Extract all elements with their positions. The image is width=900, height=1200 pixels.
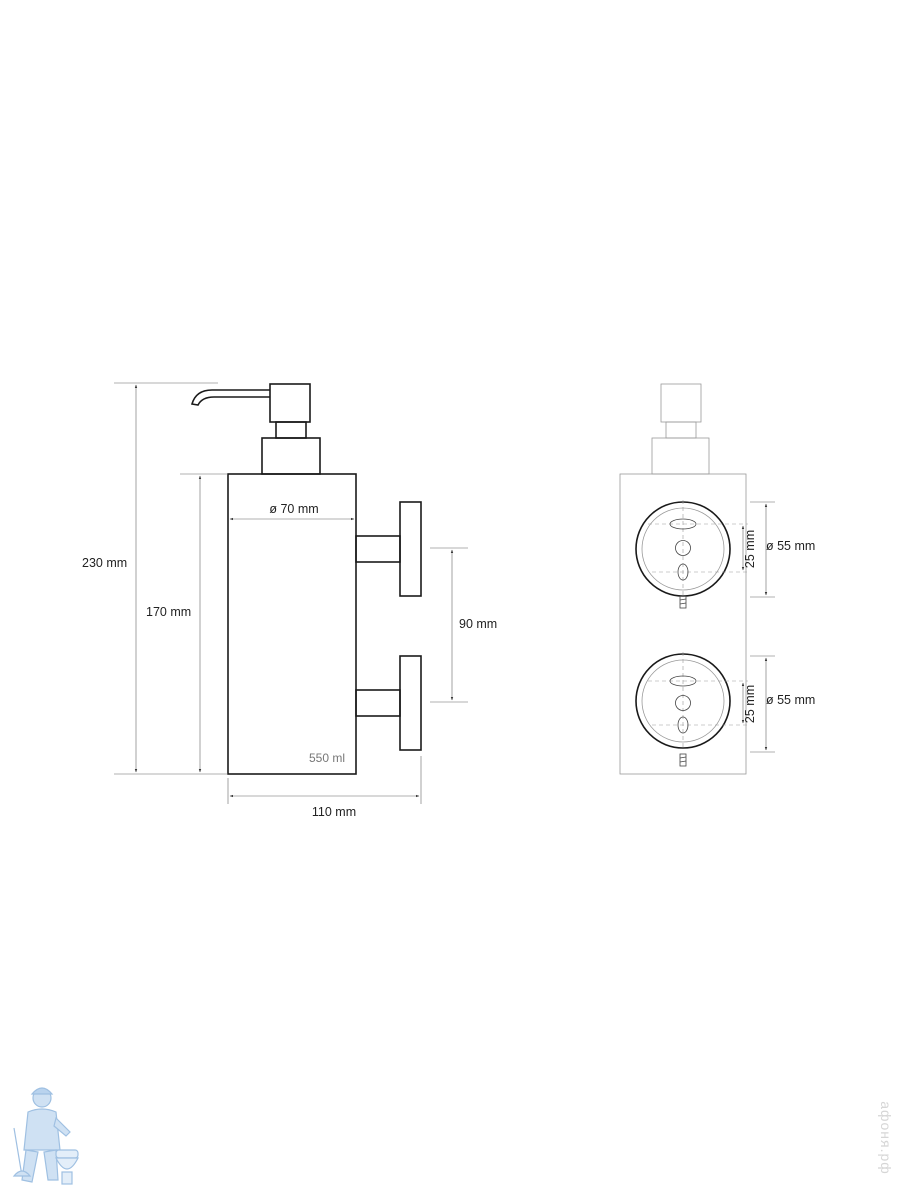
upper-round-plate [635,500,748,609]
pump-head [269,383,311,423]
upper-slot-top [669,518,697,530]
lower-slot-top [669,675,697,687]
upper-screw [679,595,687,609]
lower-round-plate [635,652,748,767]
front-pump-head [660,383,702,423]
bracket-spacing-label: 90 mm [459,617,497,631]
capacity-label: 550 ml [309,751,345,765]
front-pump-neck [665,421,697,439]
side-view: 230 mm 170 mm ø 70 mm 90 mm 110 mm 550 m… [82,382,497,819]
lower-hole-spacing-label: 25 mm [743,685,757,723]
height-total-label: 230 mm [82,556,127,570]
front-view: 25 mm ø 55 mm 25 mm ø 55 mm [619,383,815,775]
watermark-text: афоня.рф [878,1101,894,1175]
bottle-body [227,473,357,775]
lower-wall-plate [399,655,422,751]
lower-bracket-arm [355,689,401,717]
lower-slot-bottom [677,716,689,734]
upper-bracket-arm [355,535,401,563]
upper-plate-diameter-label: ø 55 mm [766,539,815,553]
pump-collar [261,437,321,475]
front-bottle-body [619,473,747,775]
upper-slot-bottom [677,563,689,581]
lower-screw [679,753,687,767]
height-body-label: 170 mm [146,605,191,619]
lower-center-hole [675,695,691,711]
pump-spout [190,389,270,406]
lower-plate-diameter-label: ø 55 mm [766,693,815,707]
depth-total-label: 110 mm [312,805,356,819]
front-pump-collar [651,437,710,475]
plumber-logo [12,1087,79,1185]
upper-hole-spacing-label: 25 mm [743,530,757,568]
upper-center-hole [675,540,691,556]
watermark: афоня.рф [876,1088,896,1188]
body-diameter-label: ø 70 mm [269,502,318,516]
upper-wall-plate [399,501,422,597]
pump-neck [275,421,307,439]
